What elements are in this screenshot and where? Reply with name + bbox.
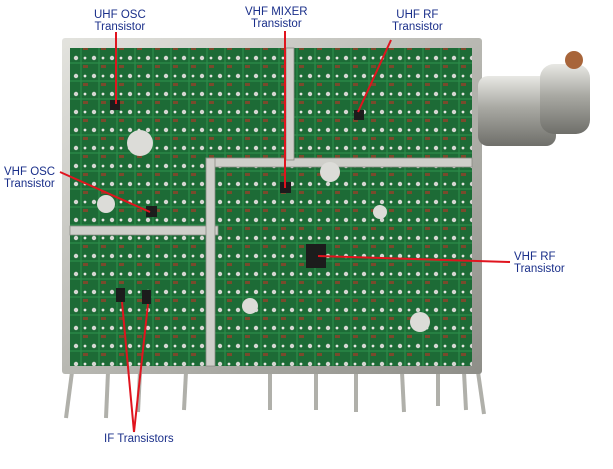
rf-connector xyxy=(478,51,590,146)
label-uhf-osc-line1: UHF OSC xyxy=(94,9,146,21)
label-uhf-osc: UHF OSC Transistor xyxy=(94,9,146,33)
label-uhf-rf-line1: UHF RF xyxy=(396,9,439,21)
label-vhf-osc-line2: Transistor xyxy=(4,178,55,190)
label-vhf-osc-line1: VHF OSC xyxy=(4,166,56,178)
label-uhf-rf: UHF RF Transistor xyxy=(392,9,443,33)
solder-blobs xyxy=(97,130,430,332)
label-if-transistors-text: IF Transistors xyxy=(104,433,174,445)
label-vhf-rf: VHF RF Transistor xyxy=(514,251,565,275)
label-vhf-mixer-line1: VHF MIXER xyxy=(245,6,308,18)
label-uhf-osc-line2: Transistor xyxy=(94,21,146,33)
shield-walls xyxy=(69,47,473,367)
label-vhf-rf-line2: Transistor xyxy=(514,263,565,275)
label-if-transistors: IF Transistors xyxy=(104,433,174,445)
label-vhf-osc: VHF OSC Transistor xyxy=(4,166,55,190)
label-vhf-mixer: VHF MIXER Transistor xyxy=(245,6,308,30)
label-uhf-rf-line2: Transistor xyxy=(392,21,443,33)
label-vhf-rf-line1: VHF RF xyxy=(514,251,556,263)
pointer-lines xyxy=(59,31,511,433)
label-vhf-mixer-line2: Transistor xyxy=(250,18,302,30)
